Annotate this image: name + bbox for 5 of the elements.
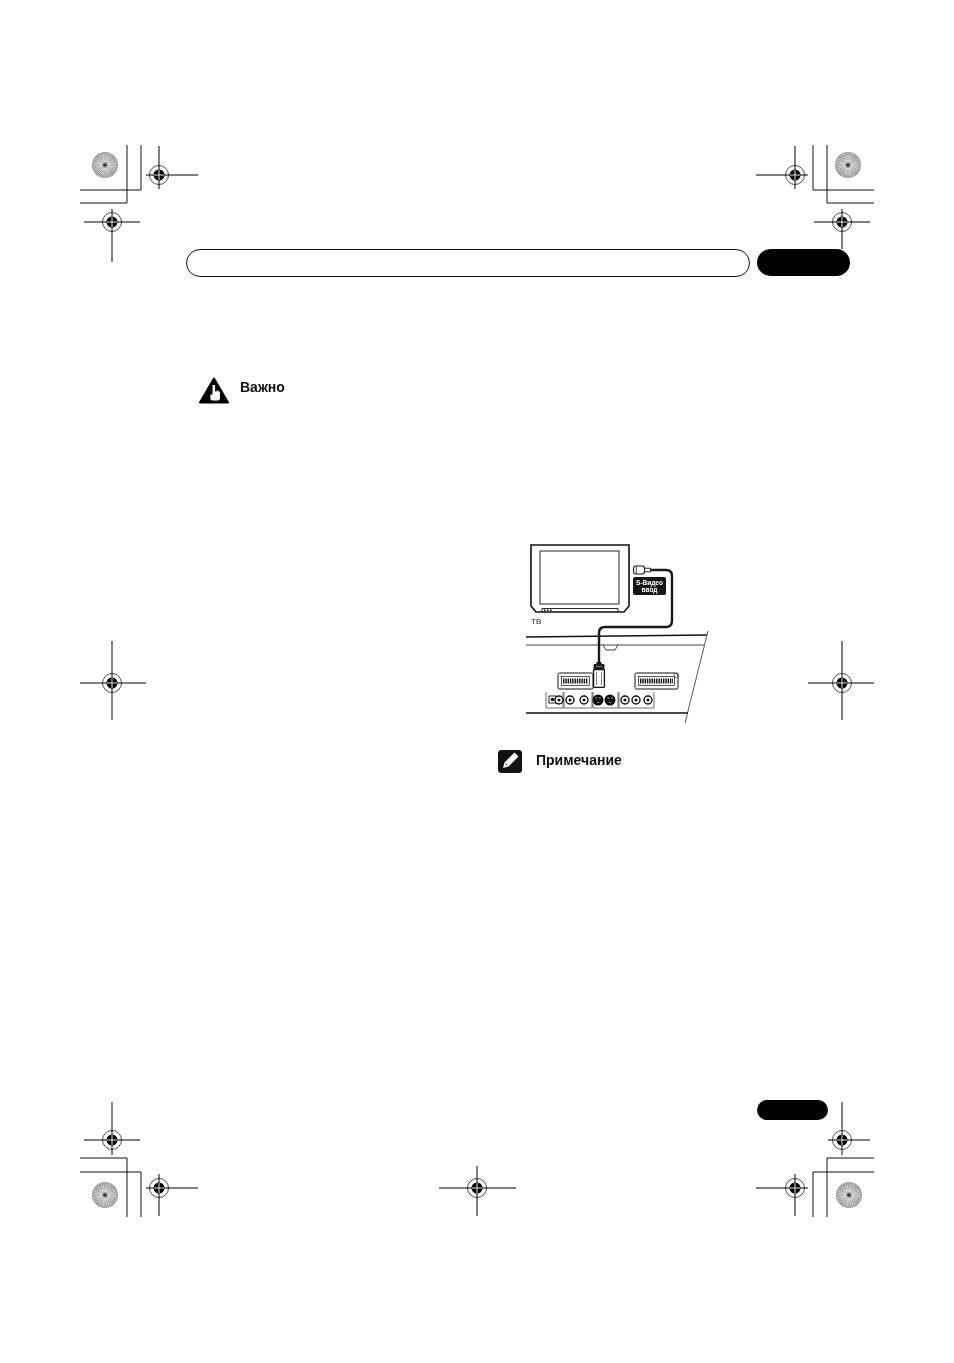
section-heading: Примечание	[536, 752, 622, 768]
device-caption: ТВ	[531, 617, 542, 626]
plug-icon	[592, 662, 606, 688]
plug-icon	[633, 565, 651, 575]
section-heading: Важно	[240, 379, 285, 395]
